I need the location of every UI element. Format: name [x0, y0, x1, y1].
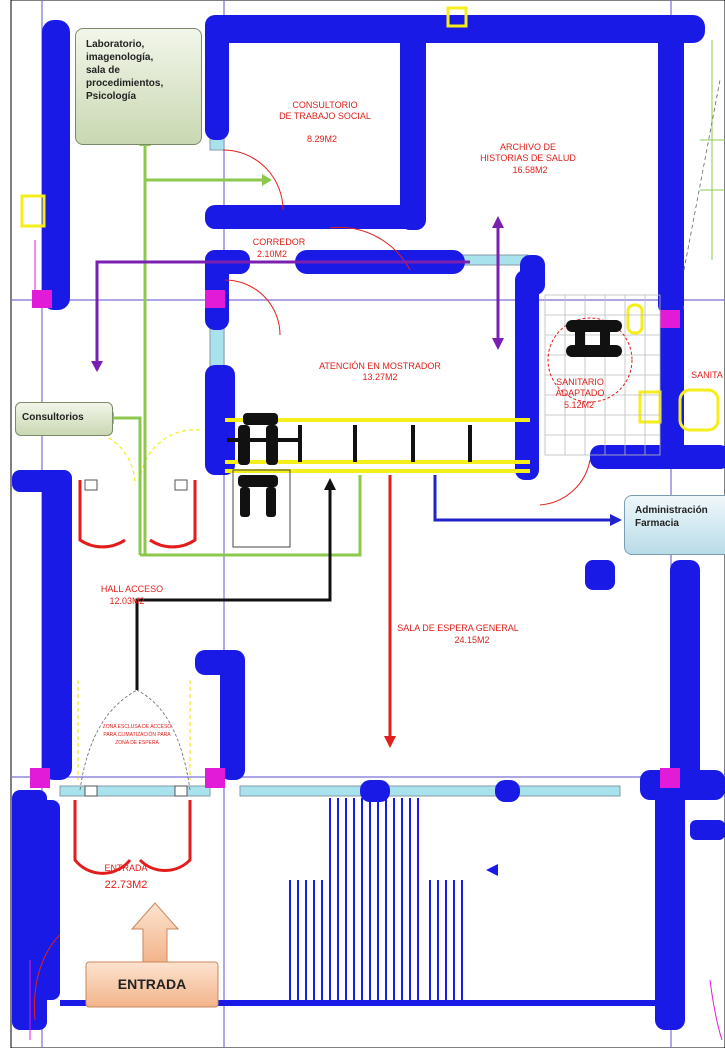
desk-chair-icon	[238, 413, 278, 517]
purple-arrow	[95, 260, 470, 370]
sanitario-area: 5.12M2	[564, 400, 594, 410]
counter-posts	[227, 425, 472, 462]
consultorio-ts-area: 8.29M2	[307, 134, 337, 144]
entrada-label: ENTRADA	[104, 863, 147, 873]
mostrador-area: 13.27M2	[362, 372, 397, 382]
lab-callout-line: procedimientos,	[86, 78, 164, 89]
archivo-area: 16.58M2	[512, 165, 547, 175]
lab-callout: Laboratorio, imagenología, sala de proce…	[75, 28, 202, 145]
right-strip	[700, 40, 725, 260]
desk-outline	[232, 469, 291, 548]
lab-callout-line: Laboratorio,	[86, 39, 145, 50]
sala-espera-area: 24.15M2	[454, 635, 489, 645]
consultorios-callout: Consultorios	[15, 402, 113, 436]
archivo-label-1: ARCHIVO DE	[500, 142, 556, 152]
right-diagonal	[683, 79, 721, 271]
sanitario-label-1: SANITARIO	[556, 377, 604, 387]
purple-arrow-head	[91, 361, 103, 372]
esclusa-note-3: ZONA DE ESPERA	[115, 740, 159, 746]
door-frames	[84, 479, 188, 797]
mostrador-label: ATENCIÓN EN MOSTRADOR	[319, 361, 441, 371]
admin-callout-line2: Farmacia	[635, 518, 679, 529]
hall-area: 12.03M2	[109, 596, 144, 606]
entrada-area: 22.73M2	[105, 879, 148, 891]
corredor-label: CORREDOR	[253, 237, 306, 247]
green-arrows	[110, 140, 362, 557]
esclusa-note-1: ZONA ESCLUSA DE ACCESO	[103, 724, 172, 730]
turning-circle	[547, 317, 633, 403]
entrance-doors	[73, 480, 197, 875]
esclusa-doors	[79, 689, 191, 791]
black-arrow-head	[324, 478, 336, 490]
wc-symbol-icon	[566, 320, 622, 357]
black-arrow	[135, 485, 332, 690]
purple-up-head	[492, 216, 504, 228]
walls	[12, 15, 725, 1030]
sanitario-label-2: ADAPTADO	[556, 388, 605, 398]
stairs	[289, 798, 463, 1000]
sala-espera-label: SALA DE ESPERA GENERAL	[397, 623, 519, 633]
purple-down-head	[492, 338, 504, 350]
blue-arrow	[433, 475, 615, 522]
blue-arrow-head	[610, 514, 622, 526]
hall-label: HALL ACCESO	[101, 584, 163, 594]
corredor-area: 2.10M2	[257, 249, 287, 259]
green-arrow-heads	[104, 135, 272, 424]
consultorios-callout-text: Consultorios	[22, 412, 84, 423]
sanitario-right-label: SANITA	[691, 370, 723, 380]
sheet-frame	[10, 0, 725, 1048]
admin-callout: Administración Farmacia	[624, 495, 725, 555]
stair-direction-marker	[486, 864, 498, 876]
archivo-label-2: HISTORIAS DE SALUD	[480, 153, 576, 163]
columns	[30, 290, 680, 788]
lab-callout-line: imagenología,	[86, 52, 154, 63]
magenta-door	[29, 240, 723, 1041]
esclusa-note-2: PARA CLIMATIZACIÓN PARA	[103, 731, 171, 738]
red-arrow-head	[384, 736, 396, 748]
lab-callout-line: Psicología	[86, 91, 137, 102]
admin-callout-line1: Administración	[635, 505, 708, 516]
consultorio-ts-label-2: DE TRABAJO SOCIAL	[279, 111, 371, 121]
consultorio-ts-label-1: CONSULTORIO	[292, 100, 357, 110]
lab-callout-line: sala de	[86, 65, 120, 76]
